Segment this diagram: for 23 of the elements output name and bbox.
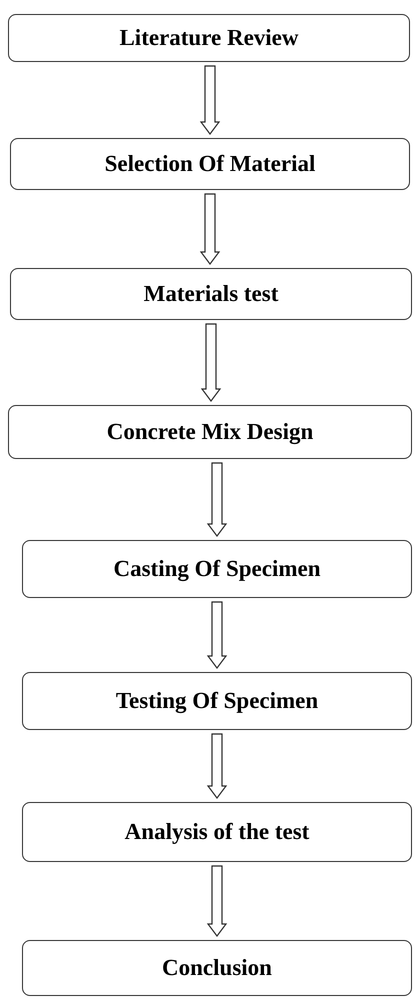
step-label: Materials test — [144, 280, 278, 308]
hollow-arrow — [206, 865, 228, 937]
hollow-arrow — [200, 65, 220, 135]
process-box — [22, 802, 412, 862]
process-box — [22, 672, 412, 730]
hollow-arrow — [206, 462, 228, 537]
step-label: Casting Of Specimen — [114, 554, 320, 584]
hollow-arrow — [206, 601, 228, 669]
step-label: Analysis of the test — [124, 818, 310, 846]
step-label: Conclusion — [162, 954, 272, 982]
step-label: Selection Of Material — [104, 150, 316, 178]
hollow-arrow — [200, 193, 220, 265]
hollow-arrow — [200, 323, 222, 402]
hollow-arrow — [206, 733, 228, 799]
process-box — [8, 405, 412, 459]
process-box — [22, 940, 412, 996]
step-label: Concrete Mix Design — [106, 418, 314, 446]
step-label: Testing Of Specimen — [116, 686, 318, 716]
step-label: Literature Review — [119, 24, 299, 52]
process-box — [8, 14, 410, 62]
process-box — [22, 540, 412, 598]
process-box — [10, 268, 412, 320]
process-box — [10, 138, 410, 190]
